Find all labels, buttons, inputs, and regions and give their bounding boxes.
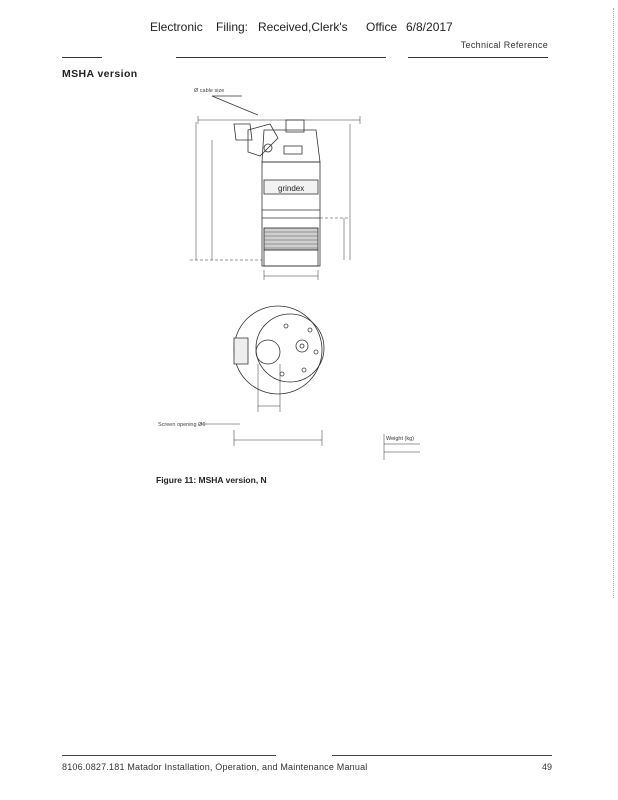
page-number: 49: [541, 762, 552, 772]
footer-rule-left: [62, 755, 276, 756]
stamp-part-3: Received,Clerk's: [258, 20, 348, 34]
header-section: Technical Reference: [460, 40, 548, 50]
stamp-part-5: 6/8/2017: [406, 20, 453, 34]
screen-opening-note: Screen opening Ø6: [158, 422, 205, 428]
technical-drawing: Ø cable size grindex: [158, 88, 420, 460]
section-title: MSHA version: [62, 68, 138, 80]
stamp-part-1: Electronic: [150, 20, 203, 34]
cable-size-note: Ø cable size: [194, 88, 224, 94]
header-rule-right: [408, 57, 548, 58]
figure-caption: Figure 11: MSHA version, N: [156, 475, 267, 485]
header-rule-left: [62, 57, 102, 58]
footer-rule-right: [332, 755, 552, 756]
brand-plate: grindex: [278, 184, 304, 193]
footer-document-title: 8106.0827.181 Matador Installation, Oper…: [62, 762, 368, 772]
header-rule-middle: [176, 57, 386, 58]
weight-label: Weight (kg): [386, 436, 414, 442]
scan-edge-marks: [609, 8, 614, 598]
e-filing-stamp: Electronic Filing: Received,Clerk's Offi…: [0, 20, 618, 38]
stamp-part-2: Filing:: [216, 20, 249, 34]
stamp-part-4: Office: [366, 20, 398, 34]
